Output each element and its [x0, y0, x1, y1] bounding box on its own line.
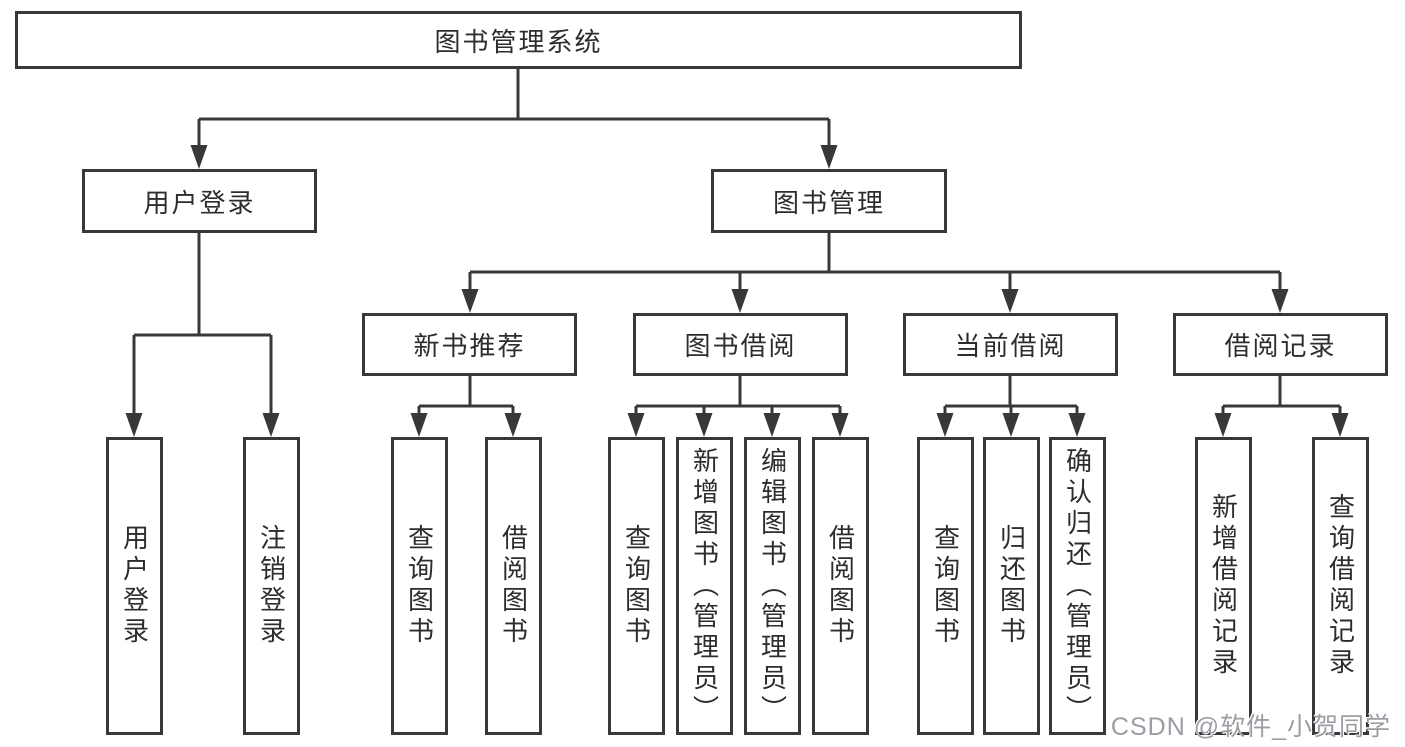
- leaf-add-borrow-record: 新增借阅记录: [1195, 437, 1252, 735]
- node-current-borrowing: 当前借阅: [903, 313, 1118, 376]
- leaf-label: 查询图书: [930, 524, 961, 648]
- leaf-label: 新增图书（管理员）: [689, 446, 720, 726]
- leaf-query-books-borrowing: 查询图书: [608, 437, 665, 735]
- node-book-borrowing: 图书借阅: [633, 313, 848, 376]
- node-user-login: 用户登录: [82, 169, 317, 233]
- node-label: 当前借阅: [954, 331, 1067, 361]
- leaf-query-books-recommend: 查询图书: [391, 437, 448, 735]
- leaf-label: 借阅图书: [498, 524, 529, 648]
- leaf-query-books-current: 查询图书: [917, 437, 974, 735]
- node-label: 借阅记录: [1224, 331, 1337, 361]
- leaf-label: 用户登录: [119, 524, 150, 648]
- leaf-label: 查询图书: [621, 524, 652, 648]
- leaf-label: 查询借阅记录: [1325, 493, 1356, 679]
- leaf-logout: 注销登录: [243, 437, 300, 735]
- leaf-borrow-books-recommend: 借阅图书: [485, 437, 542, 735]
- node-borrowing-records: 借阅记录: [1173, 313, 1388, 376]
- leaf-confirm-return-admin: 确认归还（管理员）: [1049, 437, 1106, 735]
- leaf-label: 查询图书: [404, 524, 435, 648]
- leaf-label: 确认归还（管理员）: [1062, 446, 1093, 726]
- leaf-label: 新增借阅记录: [1208, 493, 1239, 679]
- node-library-management-system: 图书管理系统: [15, 11, 1022, 69]
- leaf-user-login: 用户登录: [106, 437, 163, 735]
- leaf-add-book-admin: 新增图书（管理员）: [676, 437, 733, 735]
- leaf-edit-book-admin: 编辑图书（管理员）: [744, 437, 801, 735]
- node-label: 图书管理: [772, 187, 885, 218]
- node-label: 图书管理系统: [434, 26, 603, 57]
- node-label: 新书推荐: [413, 331, 526, 361]
- node-book-management: 图书管理: [711, 169, 947, 233]
- node-label: 图书借阅: [684, 331, 797, 361]
- csdn-watermark: CSDN @软件_小贺同学: [1110, 713, 1391, 741]
- leaf-label: 借阅图书: [825, 524, 856, 648]
- node-new-book-recommend: 新书推荐: [362, 313, 577, 376]
- leaf-label: 注销登录: [256, 524, 287, 648]
- leaf-borrow-books: 借阅图书: [812, 437, 869, 735]
- node-label: 用户登录: [143, 187, 256, 218]
- leaf-label: 编辑图书（管理员）: [757, 446, 788, 726]
- leaf-query-borrow-record: 查询借阅记录: [1312, 437, 1369, 735]
- leaf-return-book: 归还图书: [983, 437, 1040, 735]
- leaf-label: 归还图书: [996, 524, 1027, 648]
